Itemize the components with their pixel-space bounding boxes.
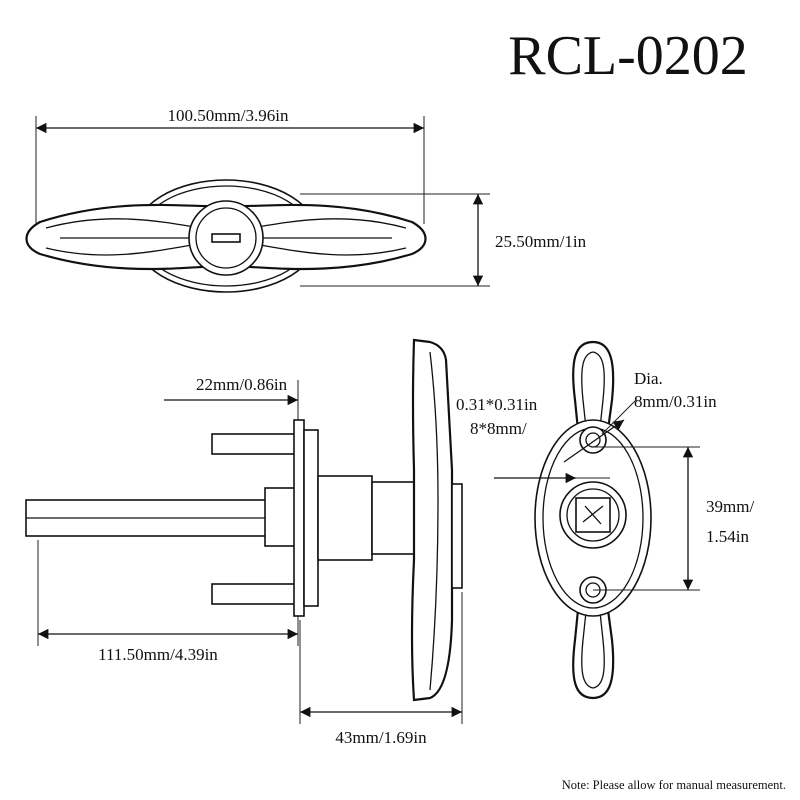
hole-dia-label: Dia.	[634, 369, 663, 388]
hole-spacing-mm-label: 39mm/	[706, 497, 754, 516]
shaft-length-label: 111.50mm/4.39in	[98, 645, 218, 664]
top-view-handle	[25, 179, 427, 293]
square-size-mm-label: 8*8mm/	[470, 419, 527, 438]
handle-depth-label: 43mm/1.69in	[335, 728, 427, 747]
measurement-note: Note: Please allow for manual measuremen…	[562, 778, 786, 792]
side-view-handle	[25, 338, 463, 702]
end-view-handle	[534, 340, 652, 700]
square-size-inch-label: 0.31*0.31in	[456, 395, 538, 414]
height-label: 25.50mm/1in	[495, 232, 587, 251]
hole-dia-value: 8mm/0.31in	[634, 392, 717, 411]
overall-width-label: 100.50mm/3.96in	[168, 106, 289, 125]
model-title: RCL-0202	[508, 25, 748, 87]
hole-spacing-in-label: 1.54in	[706, 527, 749, 546]
flange-depth-label: 22mm/0.86in	[196, 375, 288, 394]
